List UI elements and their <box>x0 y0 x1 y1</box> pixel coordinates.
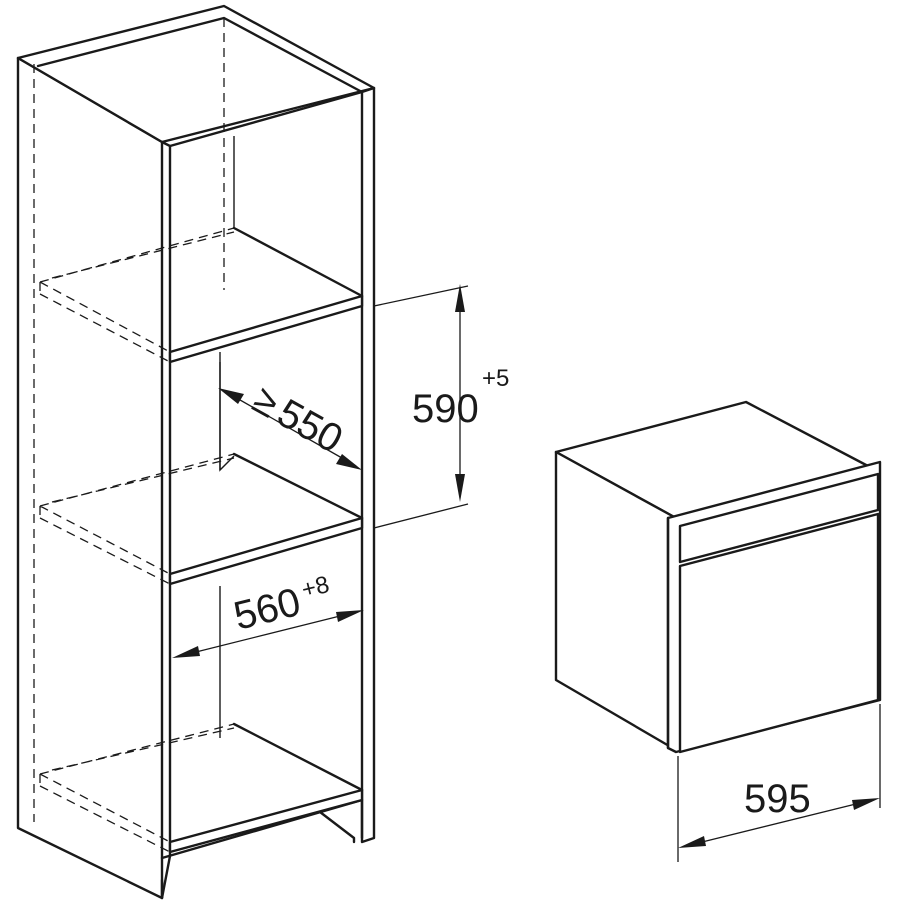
cabinet-left-front-edge <box>160 140 172 900</box>
cabinet-plinth-foot <box>318 810 356 844</box>
niche-width-tolerance: +8 <box>299 571 332 604</box>
appliance-width-value: 595 <box>744 777 811 821</box>
oven-appliance <box>554 400 882 754</box>
cabinet-plinth <box>160 798 364 900</box>
shelf-2 <box>39 452 364 586</box>
cabinet-right-side <box>360 86 376 844</box>
dimension-niche-height: 590 +5 <box>373 284 509 529</box>
niche-width-value: 560 <box>230 580 305 639</box>
oven-door <box>678 512 880 754</box>
niche-height-value: 590 <box>412 387 479 431</box>
dimension-niche-width: 560 +8 <box>172 571 364 658</box>
cabinet-back-edge <box>219 136 235 738</box>
niche-height-tolerance: +5 <box>482 365 509 392</box>
niche-inner-left <box>219 362 235 472</box>
niche-depth-number: 550 <box>270 391 350 462</box>
cabinet-top-edge <box>36 16 364 148</box>
oven-control-panel <box>678 472 880 564</box>
tall-cabinet <box>16 4 376 900</box>
niche-depth-value: ≥550 <box>246 377 350 461</box>
dimension-appliance-width: 595 <box>677 704 881 862</box>
shelf-bottom <box>39 722 364 854</box>
shelf-1 <box>39 226 364 364</box>
cabinet-left-side <box>16 56 164 900</box>
